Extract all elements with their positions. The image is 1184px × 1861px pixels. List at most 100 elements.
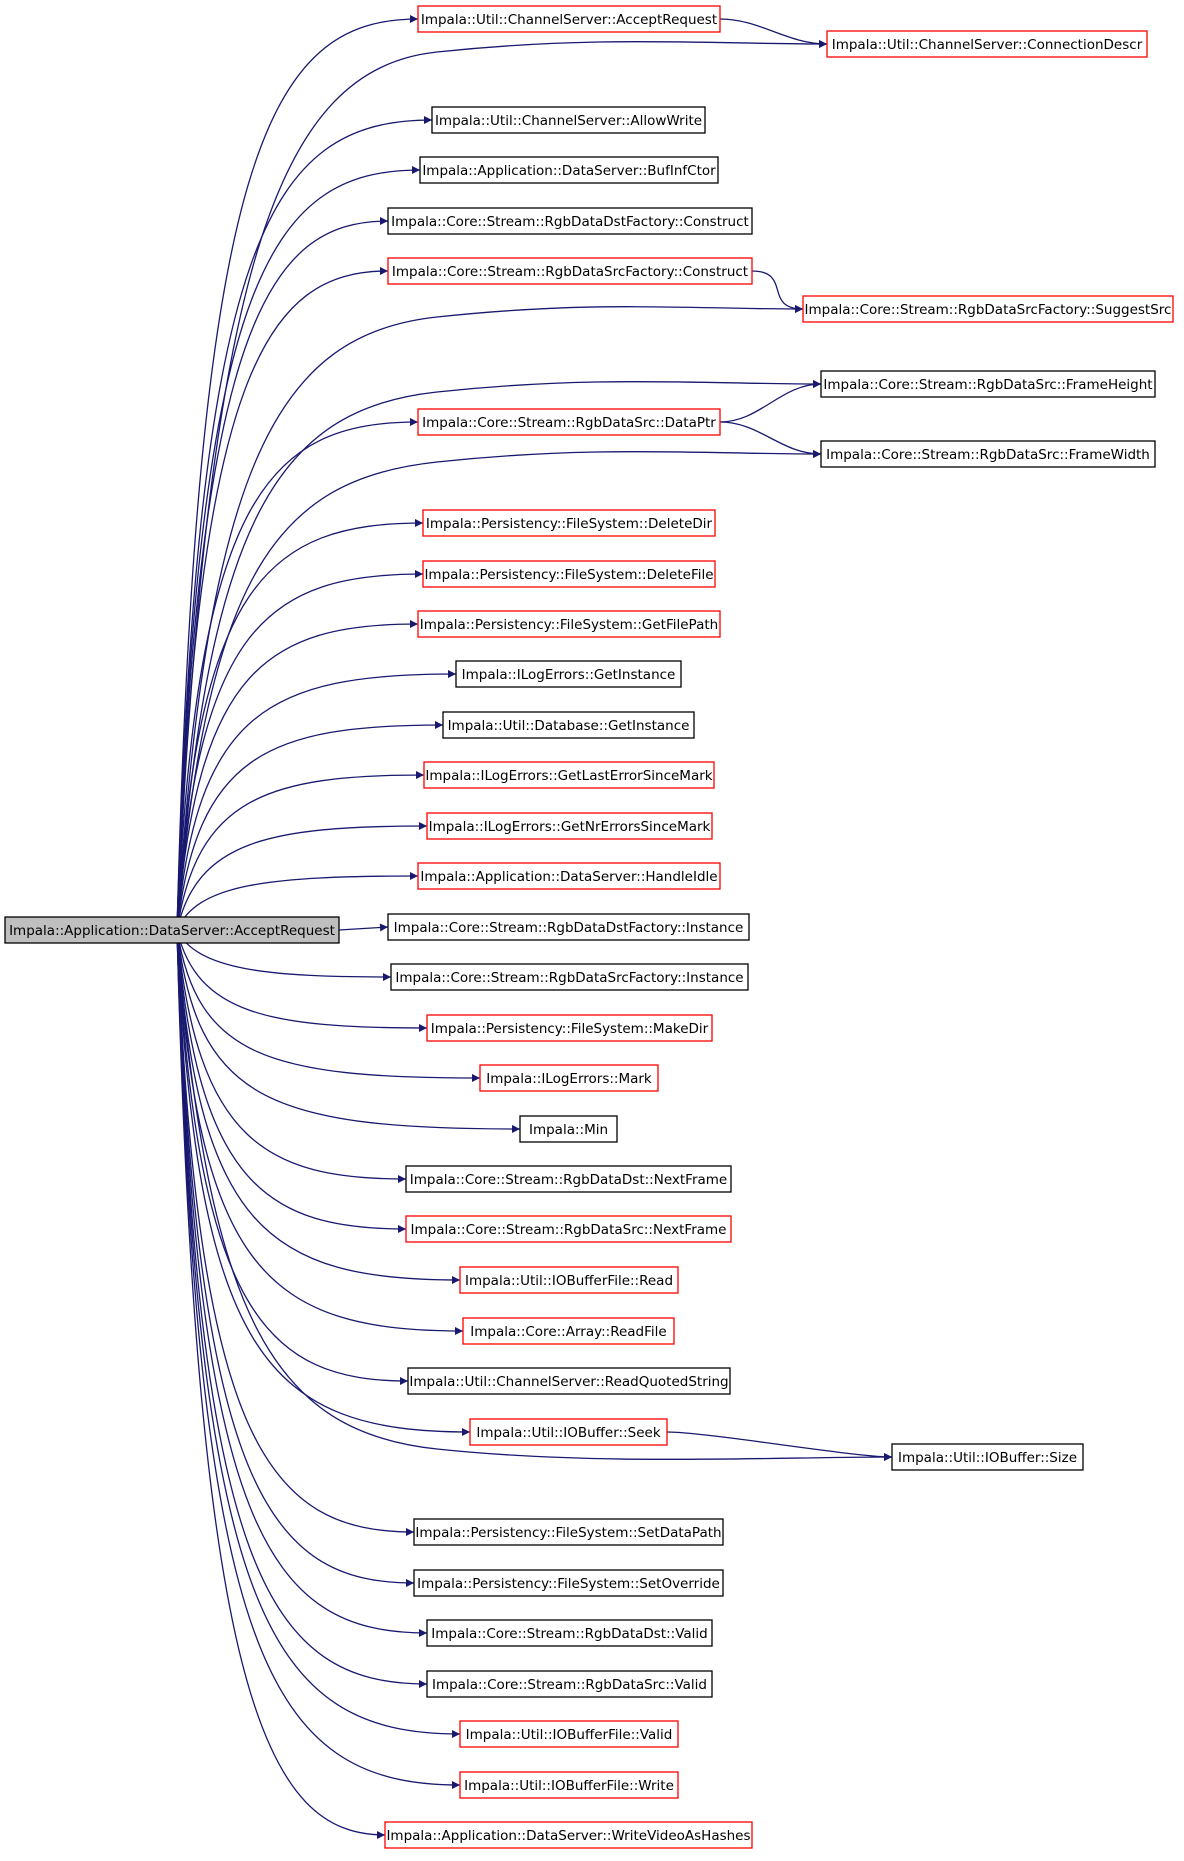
node-label: Impala::ILogErrors::GetInstance [462,667,676,683]
edge-root-to-n9 [176,418,419,931]
node-box [4,916,340,944]
node-n32[interactable]: Impala::Persistency::FileSystem::SetOver… [413,1569,724,1597]
edge-root-to-n4 [176,166,421,931]
node-n17[interactable]: Impala::ILogErrors::GetNrErrorsSinceMark [426,812,713,840]
node-box [423,761,715,789]
node-label: Impala::Persistency::FileSystem::MakeDir [431,1021,709,1037]
node-label: Impala::Persistency::FileSystem::DeleteF… [424,567,713,583]
node-label: Impala::Util::IOBuffer::Seek [476,1425,660,1441]
node-n36[interactable]: Impala::Util::IOBufferFile::Write [459,1771,679,1799]
node-label: Impala::Util::ChannelServer::AllowWrite [435,113,702,129]
edge-root-to-n18 [176,872,419,931]
edge-root-to-n13 [176,620,419,931]
node-n2[interactable]: Impala::Util::ChannelServer::ConnectionD… [826,30,1148,58]
node-label: Impala::Util::IOBufferFile::Read [465,1273,673,1289]
edge-root-to-n36 [176,929,461,1789]
node-n35[interactable]: Impala::Util::IOBufferFile::Valid [459,1720,679,1748]
edge-n9-to-n8 [719,380,822,423]
node-n11[interactable]: Impala::Persistency::FileSystem::DeleteD… [422,509,716,537]
edge-root-to-n29 [176,929,471,1436]
edge-root-to-n25 [176,929,407,1233]
node-label: Impala::Core::Stream::RgbDataSrcFactory:… [395,970,743,986]
edge-root-to-n31 [176,929,415,1536]
node-n12[interactable]: Impala::Persistency::FileSystem::DeleteF… [422,560,716,588]
node-box [426,1014,713,1042]
node-box [891,1443,1084,1471]
edge-root-to-n1 [176,15,419,931]
node-n5[interactable]: Impala::Core::Stream::RgbDataDstFactory:… [387,207,753,235]
node-n19[interactable]: Impala::Core::Stream::RgbDataDstFactory:… [387,913,750,941]
node-n37[interactable]: Impala::Application::DataServer::WriteVi… [384,1821,753,1849]
node-n7[interactable]: Impala::Core::Stream::RgbDataSrcFactory:… [802,295,1174,323]
node-n18[interactable]: Impala::Application::DataServer::HandleI… [417,862,721,890]
node-box [459,1720,679,1748]
node-label: Impala::Application::DataServer::WriteVi… [386,1828,750,1844]
node-label: Impala::Core::Stream::RgbDataSrc::Valid [432,1677,707,1693]
node-label: Impala::Util::ChannelServer::ReadQuotedS… [409,1374,728,1390]
node-box [469,1418,668,1446]
node-label: Impala::Core::Stream::RgbDataSrc::NextFr… [411,1222,727,1238]
node-box [417,5,721,33]
node-n34[interactable]: Impala::Core::Stream::RgbDataSrc::Valid [426,1670,713,1698]
node-box [426,1670,713,1698]
node-label: Impala::Core::Stream::RgbDataDst::NextFr… [410,1172,727,1188]
node-box [820,370,1156,398]
node-box [405,1165,732,1193]
node-box [459,1771,679,1799]
edge-root-to-n26 [176,929,461,1284]
node-n25[interactable]: Impala::Core::Stream::RgbDataSrc::NextFr… [405,1215,732,1243]
node-n4[interactable]: Impala::Application::DataServer::BufInfC… [419,156,719,184]
node-box [426,1619,713,1647]
node-box [422,560,716,588]
node-n21[interactable]: Impala::Persistency::FileSystem::MakeDir [426,1014,713,1042]
node-label: Impala::Util::IOBufferFile::Write [464,1778,674,1794]
node-label: Impala::Persistency::FileSystem::GetFile… [420,617,718,633]
node-n3[interactable]: Impala::Util::ChannelServer::AllowWrite [431,106,706,134]
node-n14[interactable]: Impala::ILogErrors::GetInstance [455,660,682,688]
node-n33[interactable]: Impala::Core::Stream::RgbDataDst::Valid [426,1619,713,1647]
node-label: Impala::ILogErrors::GetLastErrorSinceMar… [425,768,712,784]
node-box [426,812,713,840]
node-box [413,1569,724,1597]
node-n29[interactable]: Impala::Util::IOBuffer::Seek [469,1418,668,1446]
node-n13[interactable]: Impala::Persistency::FileSystem::GetFile… [417,610,721,638]
node-n10[interactable]: Impala::Core::Stream::RgbDataSrc::FrameW… [820,440,1156,468]
node-box [413,1518,724,1546]
node-box [422,509,716,537]
node-label: Impala::ILogErrors::GetNrErrorsSinceMark [429,819,711,835]
node-box [442,711,695,739]
nodes-layer: Impala::Application::DataServer::AcceptR… [4,5,1174,1849]
node-label: Impala::Core::Stream::RgbDataDst::Valid [431,1626,707,1642]
edge-n29-to-n30 [666,1431,893,1461]
node-n22[interactable]: Impala::ILogErrors::Mark [479,1064,659,1092]
node-n27[interactable]: Impala::Core::Array::ReadFile [462,1317,675,1345]
node-n15[interactable]: Impala::Util::Database::GetInstance [442,711,695,739]
node-label: Impala::Core::Stream::RgbDataSrc::DataPt… [422,415,716,431]
node-label: Impala::Application::DataServer::AcceptR… [9,923,335,939]
node-box [419,156,719,184]
node-label: Impala::Core::Stream::RgbDataDstFactory:… [391,214,749,230]
node-label: Impala::Application::DataServer::HandleI… [420,869,717,885]
node-n31[interactable]: Impala::Persistency::FileSystem::SetData… [413,1518,724,1546]
node-label: Impala::Util::IOBuffer::Size [898,1450,1077,1466]
node-box [479,1064,659,1092]
node-n28[interactable]: Impala::Util::ChannelServer::ReadQuotedS… [407,1367,731,1395]
node-n1[interactable]: Impala::Util::ChannelServer::AcceptReque… [417,5,721,33]
node-label: Impala::Core::Stream::RgbDataSrc::FrameW… [826,447,1150,463]
edge-root-to-n8 [176,379,822,931]
node-n8[interactable]: Impala::Core::Stream::RgbDataSrc::FrameH… [820,370,1156,398]
edge-n9-to-n10 [719,421,822,458]
node-n20[interactable]: Impala::Core::Stream::RgbDataSrcFactory:… [390,963,749,991]
edge-root-to-n3 [176,116,433,931]
node-n16[interactable]: Impala::ILogErrors::GetLastErrorSinceMar… [423,761,715,789]
node-n23[interactable]: Impala::Min [519,1115,618,1143]
node-n6[interactable]: Impala::Core::Stream::RgbDataSrcFactory:… [387,257,753,285]
node-n24[interactable]: Impala::Core::Stream::RgbDataDst::NextFr… [405,1165,732,1193]
edge-root-to-n22 [176,929,481,1082]
node-box [459,1266,679,1294]
edge-root-to-n5 [176,217,389,931]
node-n30[interactable]: Impala::Util::IOBuffer::Size [891,1443,1084,1471]
node-n26[interactable]: Impala::Util::IOBufferFile::Read [459,1266,679,1294]
node-label: Impala::Core::Stream::RgbDataSrcFactory:… [392,264,748,280]
node-n9[interactable]: Impala::Core::Stream::RgbDataSrc::DataPt… [417,408,721,436]
